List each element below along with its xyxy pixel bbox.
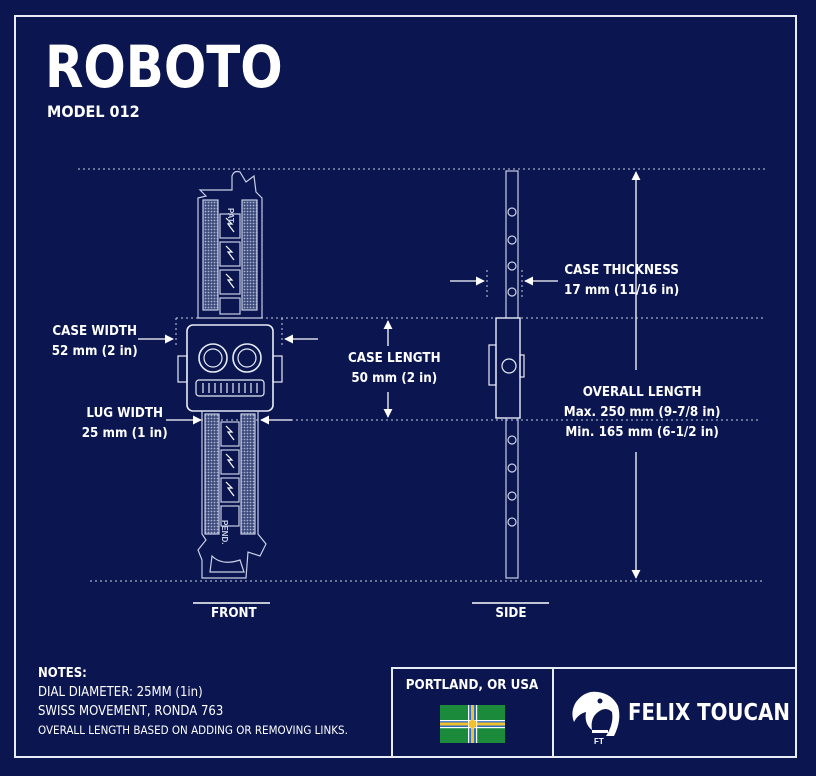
lug-width-title: LUG WIDTH (86, 406, 164, 421)
strap-bottom (197, 410, 267, 579)
strap-text-bottom: PEND. (220, 520, 229, 544)
notes-heading: NOTES: (38, 666, 87, 681)
note-line: SWISS MOVEMENT, RONDA 763 (38, 704, 224, 719)
strap-top-clasp (197, 170, 263, 319)
overall-length-max: Max. 250 mm (9-7/8 in) (563, 405, 721, 420)
side-case (495, 317, 521, 419)
guide-lines (78, 168, 765, 582)
note-line: OVERALL LENGTH BASED ON ADDING OR REMOVI… (38, 723, 348, 737)
strap-top-link-left (202, 199, 219, 311)
overall-length-title: OVERALL LENGTH (582, 385, 702, 400)
front-view-watch (177, 170, 283, 579)
info-divider (552, 667, 554, 758)
model-number: MODEL 012 (47, 102, 140, 121)
right-eye-dial (232, 343, 262, 373)
case-thickness-value: 17 mm (11/16 in) (564, 283, 680, 298)
case-width-title: CASE WIDTH (52, 324, 138, 339)
front-case (186, 324, 274, 412)
dimension-arrows (138, 171, 641, 579)
strap-top-link-right (241, 199, 258, 311)
side-view-watch (488, 170, 525, 579)
note-line: DIAL DIAMETER: 25MM (1in) (38, 685, 203, 700)
case-width-value: 52 mm (2 in) (51, 344, 138, 359)
strap-text-top: PAT. (226, 208, 235, 224)
case-length-value: 50 mm (2 in) (351, 371, 438, 386)
overall-length-label: OVERALL LENGTH Max. 250 mm (9-7/8 in) Mi… (564, 383, 721, 443)
strap-bottom-link-left (204, 413, 220, 535)
page-title: ROBOTO (45, 33, 283, 101)
case-thickness-label: CASE THICKNESS 17 mm (11/16 in) (564, 261, 679, 301)
case-length-label: CASE LENGTH 50 mm (2 in) (348, 349, 441, 389)
case-thickness-title: CASE THICKNESS (564, 263, 679, 278)
front-view-label: FRONT (210, 606, 257, 621)
side-view-label: SIDE (495, 606, 527, 621)
brand-name: FELIX TOUCAN (628, 700, 790, 726)
toucan-logo-icon (572, 691, 620, 736)
lug-width-label: LUG WIDTH 25 mm (1 in) (82, 404, 168, 444)
logo-mark: FT (594, 737, 604, 746)
notes-section: NOTES: DIAL DIAMETER: 25MM (1in) SWISS M… (38, 664, 348, 740)
mouth-grille (195, 379, 265, 397)
side-strap-bottom (505, 417, 519, 579)
case-length-title: CASE LENGTH (348, 351, 441, 366)
case-width-label: CASE WIDTH 52 mm (2 in) (52, 322, 138, 362)
side-strap-top (505, 170, 519, 322)
left-eye-dial (198, 343, 228, 373)
strap-bottom-link-right (240, 413, 256, 535)
info-box (391, 667, 797, 758)
blueprint-frame (14, 15, 797, 758)
overall-length-min: Min. 165 mm (6-1/2 in) (565, 425, 719, 440)
location-label: PORTLAND, OR USA (405, 678, 539, 693)
lug-width-value: 25 mm (1 in) (81, 426, 168, 441)
portland-flag-icon (440, 705, 505, 743)
